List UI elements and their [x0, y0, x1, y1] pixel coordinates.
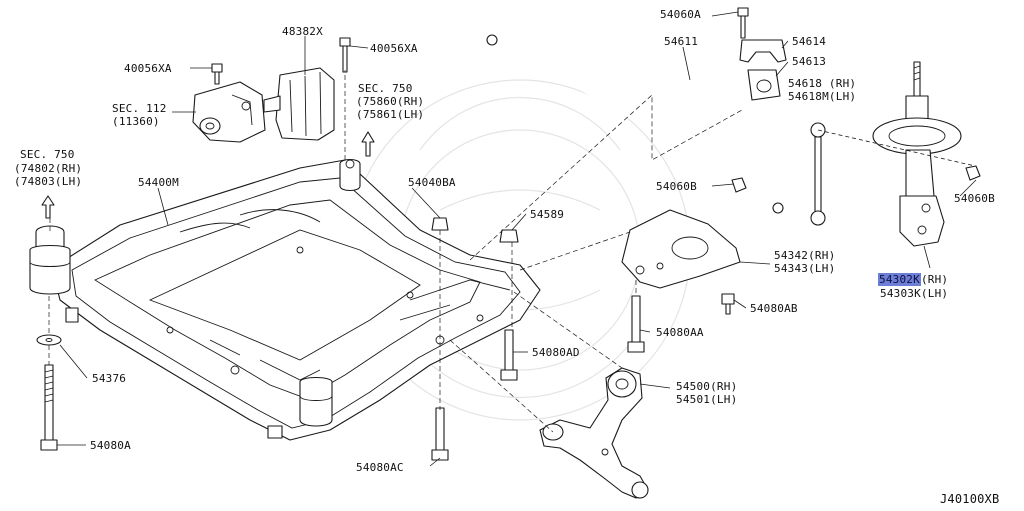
washer-54376: [36, 334, 62, 346]
label-54589[interactable]: 54589: [530, 208, 565, 221]
member-mount-rear: [299, 376, 333, 427]
label-54060B-right[interactable]: 54060B: [954, 192, 995, 205]
strut-assembly-54302K: [872, 61, 962, 247]
heat-shield-48382X: [263, 67, 335, 141]
label-40056XA-top[interactable]: 40056XA: [370, 42, 418, 55]
label-54400M[interactable]: 54400M: [138, 176, 179, 189]
label-54302K-rh[interactable]: 54302K(RH): [878, 273, 948, 286]
label-54302K-side: (RH): [920, 273, 949, 286]
label-54376[interactable]: 54376: [92, 372, 127, 385]
label-54040BA[interactable]: 54040BA: [408, 176, 456, 189]
label-48382X[interactable]: 48382X: [282, 25, 323, 38]
nut-54589: [499, 229, 519, 243]
stabilizer-link-54618: [810, 122, 826, 226]
engine-mount-bracket: [192, 81, 266, 143]
bolt-54080AC: [431, 407, 449, 461]
label-54303K-lh[interactable]: 54303K(LH): [880, 287, 949, 300]
label-54613[interactable]: 54613: [792, 55, 827, 68]
stabilizer-bracket-54614: [739, 39, 787, 63]
label-54343-lh[interactable]: 54343(LH): [774, 262, 836, 275]
label-54611[interactable]: 54611: [664, 35, 699, 48]
suspension-member-54400M: [51, 159, 541, 441]
label-54080AB[interactable]: 54080AB: [750, 302, 798, 315]
bolt-40056XA-left: [211, 63, 223, 85]
bolt-40056XA-top: [339, 37, 351, 73]
label-54342-rh[interactable]: 54342(RH): [774, 249, 836, 262]
diagram-code: J40100XB: [940, 492, 1000, 506]
label-sec750-mid-lh[interactable]: (75861(LH): [356, 108, 425, 121]
label-54080A[interactable]: 54080A: [90, 439, 131, 452]
arrow-up-mid: [361, 131, 375, 157]
label-sec750-mid-rh[interactable]: (75860(RH): [356, 95, 425, 108]
label-54618M-lh[interactable]: 54618M(LH): [788, 90, 857, 103]
label-sec750-left-title[interactable]: SEC. 750: [20, 148, 75, 161]
member-mount-front-left: [29, 225, 71, 295]
nut-54040BA: [431, 217, 449, 231]
highlighted-part-number-54302K[interactable]: 54302K: [878, 273, 921, 286]
label-54060A[interactable]: 54060A: [660, 8, 701, 21]
label-54614[interactable]: 54614: [792, 35, 827, 48]
nut-54060B-right: [965, 165, 981, 181]
label-sec112-title[interactable]: SEC. 112: [112, 102, 167, 115]
label-54080AA[interactable]: 54080AA: [656, 326, 704, 339]
bolt-54080AB: [721, 293, 735, 315]
member-link-54342: [621, 209, 741, 289]
stabilizer-bar-54611: [486, 23, 784, 214]
bolt-54060A: [737, 7, 749, 39]
label-54060B-left[interactable]: 54060B: [656, 180, 697, 193]
label-54500-rh[interactable]: 54500(RH): [676, 380, 738, 393]
label-54080AC[interactable]: 54080AC: [356, 461, 404, 474]
bolt-54080AD: [500, 329, 518, 381]
label-sec112-sub[interactable]: (11360): [112, 115, 160, 128]
nut-54060B-left: [731, 177, 747, 193]
label-sec750-left-lh[interactable]: (74803(LH): [14, 175, 83, 188]
bolt-54080A: [40, 364, 58, 451]
member-mount-center: [339, 158, 361, 192]
label-54501-lh[interactable]: 54501(LH): [676, 393, 738, 406]
label-40056XA-left[interactable]: 40056XA: [124, 62, 172, 75]
label-54080AD[interactable]: 54080AD: [532, 346, 580, 359]
transverse-link-54500: [539, 367, 649, 499]
label-sec750-mid-title[interactable]: SEC. 750: [358, 82, 413, 95]
label-sec750-left-rh[interactable]: (74802(RH): [14, 162, 83, 175]
bolt-54080AA: [627, 295, 645, 353]
arrow-up-left: [41, 195, 55, 219]
leader-lines: [48, 11, 977, 467]
label-54618-rh[interactable]: 54618 (RH): [788, 77, 857, 90]
stabilizer-bushing-54613: [747, 69, 781, 101]
